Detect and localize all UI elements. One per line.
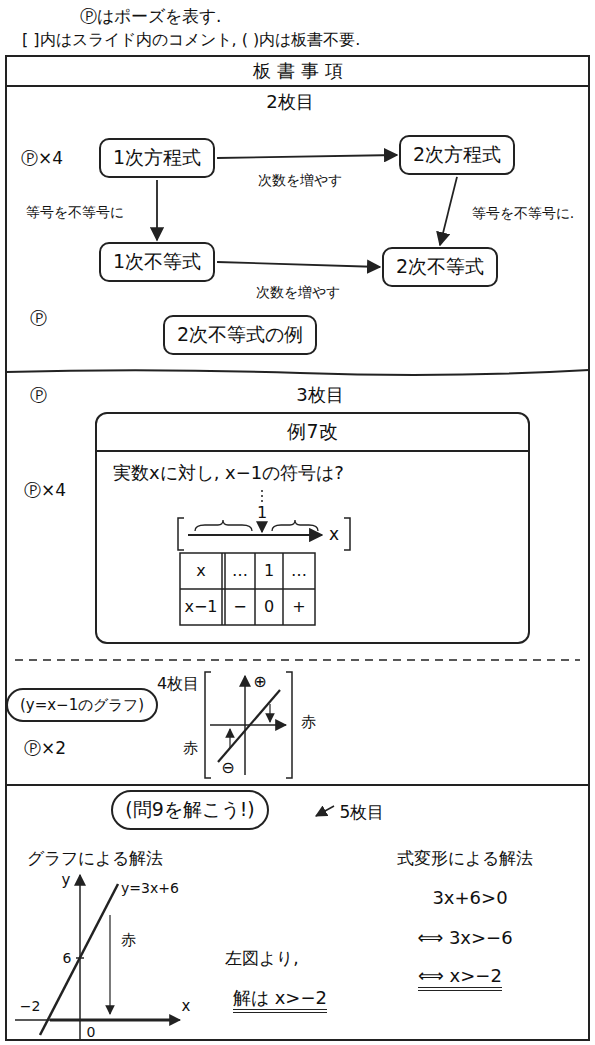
slide-bracket [344,518,350,550]
table-rule [224,553,226,625]
slide-number: 4枚目 [157,674,199,693]
slide-number: 3枚目 [296,384,343,406]
note-text: 左図より, [225,948,298,968]
slide-bracket [286,672,292,778]
edge-label: 次数を増やす [256,172,344,189]
method-heading: グラフによる解法 [27,848,163,868]
table-rule [254,553,256,625]
graph-line [40,884,118,1035]
y-axis [244,676,246,775]
box-text: 2次方程式 [413,143,501,167]
pointer-arrow [316,806,334,816]
concept-box: 1次不等式 [99,242,215,282]
curly-brace [195,520,252,531]
arrow-connector [217,262,380,267]
table-cell: x [196,561,205,580]
table-cell: − [233,597,246,616]
equation-step: ⟺ 3x>−6 [417,927,512,949]
color-note: 赤 [121,931,136,949]
pointer-arrow [261,522,263,532]
arrow-connector [217,155,397,158]
curly-brace [272,520,318,531]
legend-note: [ ]内はスライド内のコメント, ( )内は板書不要. [22,30,360,49]
table-rule [180,588,315,590]
section-rule [6,784,589,786]
slide-number: 2枚目 [266,91,313,113]
axis-value: 0 [87,1024,96,1041]
table-cell: 0 [264,597,274,616]
example-box: 例7改実数xに対し, x−1の符号は? [95,412,530,644]
example-box: 2次不等式の例 [163,315,317,355]
edge-label: 等号を不等号に. [470,205,576,222]
box-body-text: 実数xに対し, x−1の符号は? [97,452,528,495]
box-text: (y=x−1のグラフ) [20,696,144,715]
axis-value: −2 [20,998,41,1015]
table-header: 板 書 事 項 [253,60,342,82]
table-rule [221,553,223,625]
answer-text: ⟺ x>−2 [418,965,502,991]
concept-box: 2次不等式 [382,247,498,287]
box-text: 2次不等式の例 [177,323,303,347]
solution-range [50,1019,175,1022]
table-cell: … [291,561,307,580]
equation-step: 3x+6>0 [432,887,507,909]
edge-label: 等号を不等号に [24,204,126,221]
slide-comment-box: (y=x−1のグラフ) [6,688,158,723]
table-cell: x−1 [184,597,217,616]
box-text: 例7改 [97,414,528,452]
color-note: 赤 [183,739,198,757]
pause-mark: Ⓟ×2 [24,738,66,758]
connector-layer [157,155,457,267]
pause-mark: Ⓟ [30,308,47,328]
sign-table [180,553,315,625]
axis-label: x [182,997,191,1015]
method-heading: 式変形による解法 [397,848,533,868]
table-cell: + [292,597,305,616]
box-text: 1次方程式 [113,146,201,170]
header-rule [6,85,589,87]
table-rule [282,553,284,625]
concept-box: 1次方程式 [99,138,215,178]
box-text: 1次不等式 [113,250,201,274]
table-frame [6,56,589,1040]
pause-mark: Ⓟ×4 [21,148,63,168]
axis-label: y [62,871,71,889]
problem-box: (問9を解こう!) [111,790,269,830]
box-text: 2次不等式 [396,255,484,279]
axis-value: 6 [63,950,72,967]
pause-mark: Ⓟ [30,385,47,405]
x-axis [15,1019,180,1021]
table-cell: 1 [264,561,274,580]
number-line [188,534,322,536]
graph-equation: y=3x+6 [121,880,179,897]
dotted-leader [261,490,263,503]
legend-note: Ⓟはポーズを表す. [80,6,221,26]
pause-mark: Ⓟ×4 [24,480,66,500]
graph-line [218,690,280,762]
answer-text: 解は x>−2 [233,987,327,1013]
axis-label: x [329,524,339,544]
edge-label: 次数を増やす [254,284,342,301]
pointer-arrow [229,729,230,748]
arrow-connector [156,180,158,240]
pointer-arrow [109,915,110,1014]
section-rule [6,370,589,375]
table-cell: … [232,561,248,580]
slide-bracket [178,518,184,550]
box-text: (問9を解こう!) [125,798,255,822]
axis-value: 1 [257,503,267,522]
sign-mark: ⊖ [221,758,234,777]
slide-number: 5枚目 [340,802,385,822]
concept-box: 2次方程式 [399,135,515,175]
color-note: 赤 [301,713,316,731]
axis-tick [76,957,84,959]
arrow-connector [440,177,457,245]
sign-mark: ⊕ [253,672,266,691]
pointer-arrow [269,704,270,722]
dashed-rule [15,659,580,661]
